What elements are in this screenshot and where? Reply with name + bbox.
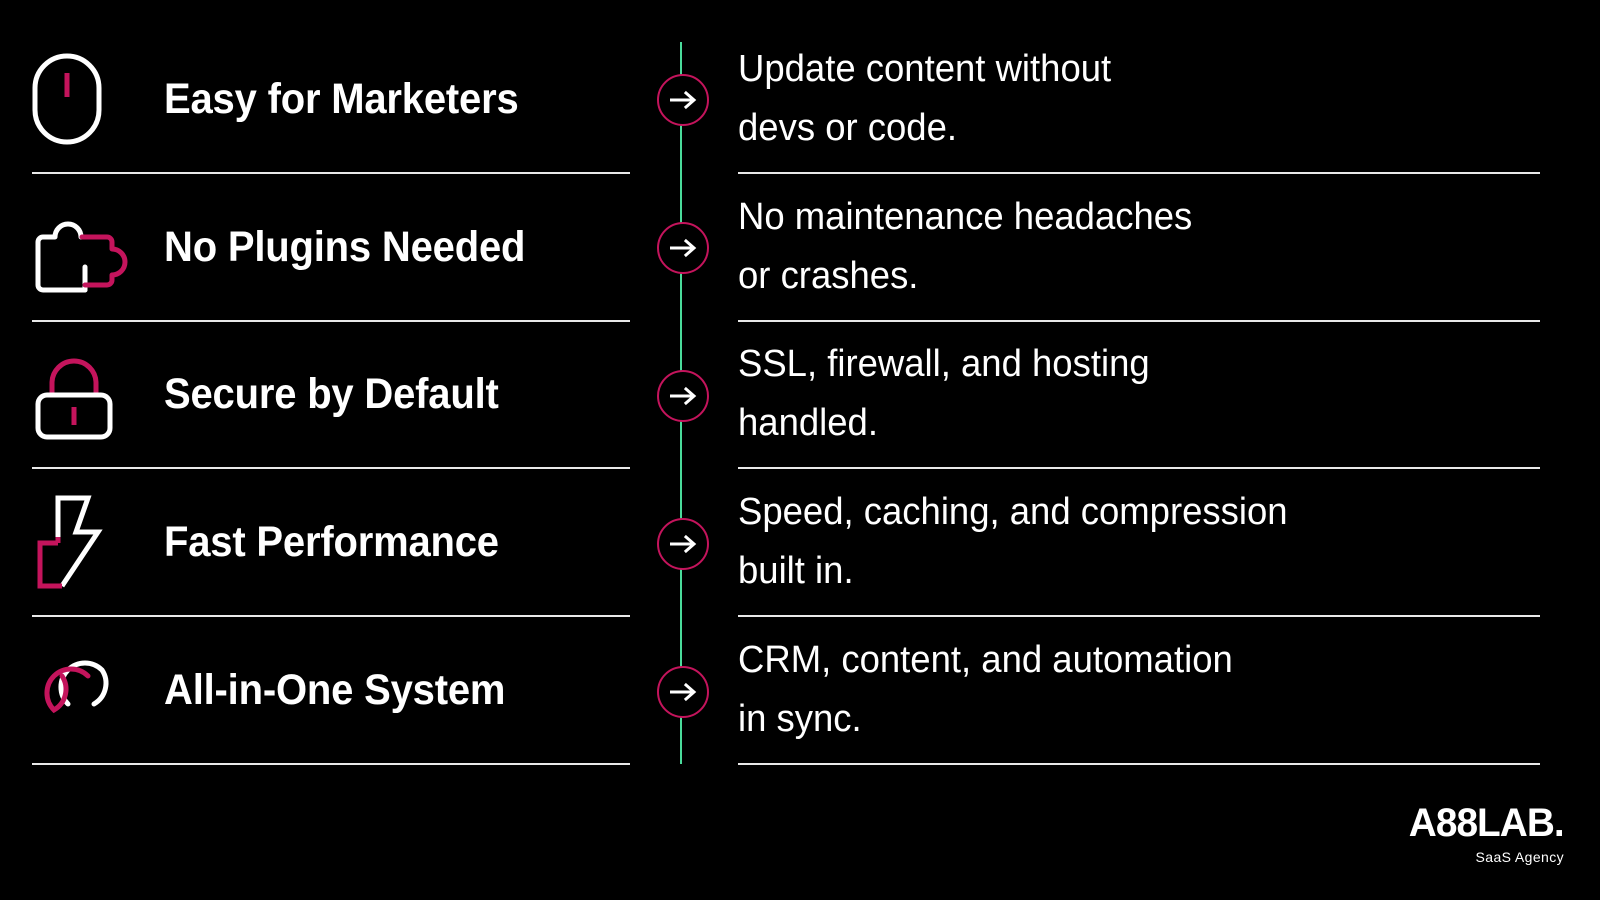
feature-title: Easy for Marketers	[164, 74, 519, 123]
feature-description: CRM, content, and automation in sync.	[738, 631, 1233, 749]
right-divider	[738, 467, 1540, 469]
arrow-badge[interactable]	[657, 370, 709, 422]
brand-tagline: SaaS Agency	[1475, 849, 1564, 865]
feature-left-cell: Easy for Marketers	[32, 26, 630, 172]
feature-right-cell: CRM, content, and automation in sync.	[738, 617, 1540, 763]
lightning-bolt-icon	[32, 492, 118, 592]
feature-description-line: CRM, content, and automation	[738, 639, 1233, 682]
feature-right-cell: No maintenance headaches or crashes.	[738, 174, 1540, 320]
feature-description-line: built in.	[738, 550, 854, 592]
arrow-right-icon	[668, 386, 698, 406]
right-divider	[738, 615, 1540, 617]
feature-title: All-in-One System	[164, 665, 506, 714]
feature-right-cell: Speed, caching, and compression built in…	[738, 469, 1540, 615]
feature-right-cell: Update content without devs or code.	[738, 26, 1540, 172]
feature-description: Speed, caching, and compression built in…	[738, 483, 1288, 601]
arrow-right-icon	[668, 682, 698, 702]
feature-description: SSL, firewall, and hosting handled.	[738, 335, 1150, 453]
feature-description: No maintenance headaches or crashes.	[738, 188, 1192, 306]
feature-description-line: or crashes.	[738, 255, 919, 297]
feature-row: Easy for Marketers Update content withou…	[0, 26, 1600, 172]
feature-title: Secure by Default	[164, 369, 499, 418]
feature-description-line: No maintenance headaches	[738, 196, 1193, 239]
feature-description-line: SSL, firewall, and hosting	[738, 343, 1150, 386]
feature-title: Fast Performance	[164, 517, 499, 566]
feature-right-cell: SSL, firewall, and hosting handled.	[738, 321, 1540, 467]
feature-row: Secure by Default SSL, firewall, and hos…	[0, 321, 1600, 467]
arrow-right-icon	[668, 90, 698, 110]
feature-left-cell: No Plugins Needed	[32, 174, 630, 320]
feature-left-cell: Secure by Default	[32, 321, 630, 467]
chain-link-icon	[32, 640, 118, 740]
right-divider	[738, 172, 1540, 174]
right-divider	[738, 763, 1540, 765]
arrow-badge[interactable]	[657, 222, 709, 274]
feature-row: Fast Performance Speed, caching, and com…	[0, 469, 1600, 615]
arrow-right-icon	[668, 238, 698, 258]
left-divider	[32, 615, 630, 617]
arrow-badge[interactable]	[657, 666, 709, 718]
feature-description: Update content without devs or code.	[738, 40, 1111, 158]
left-divider	[32, 320, 630, 322]
feature-description-line: in sync.	[738, 698, 862, 740]
puzzle-piece-icon	[32, 197, 128, 297]
feature-description-line: Update content without	[738, 48, 1112, 91]
mouse-icon	[32, 49, 118, 149]
left-divider	[32, 467, 630, 469]
arrow-right-icon	[668, 534, 698, 554]
left-divider	[32, 172, 630, 174]
left-divider	[32, 763, 630, 765]
lock-icon	[32, 344, 118, 444]
arrow-badge[interactable]	[657, 74, 709, 126]
brand-name: A88LAB.	[1409, 801, 1565, 845]
feature-row: All-in-One System CRM, content, and auto…	[0, 617, 1600, 763]
feature-row: No Plugins Needed No maintenance headach…	[0, 174, 1600, 320]
feature-description-line: Speed, caching, and compression	[738, 491, 1288, 534]
feature-left-cell: Fast Performance	[32, 469, 630, 615]
right-divider	[738, 320, 1540, 322]
brand-logo: A88LAB. SaaS Agency	[1404, 801, 1565, 865]
arrow-badge[interactable]	[657, 518, 709, 570]
feature-description-line: devs or code.	[738, 107, 958, 149]
feature-description-line: handled.	[738, 402, 878, 444]
feature-title: No Plugins Needed	[164, 222, 526, 271]
feature-left-cell: All-in-One System	[32, 617, 630, 763]
